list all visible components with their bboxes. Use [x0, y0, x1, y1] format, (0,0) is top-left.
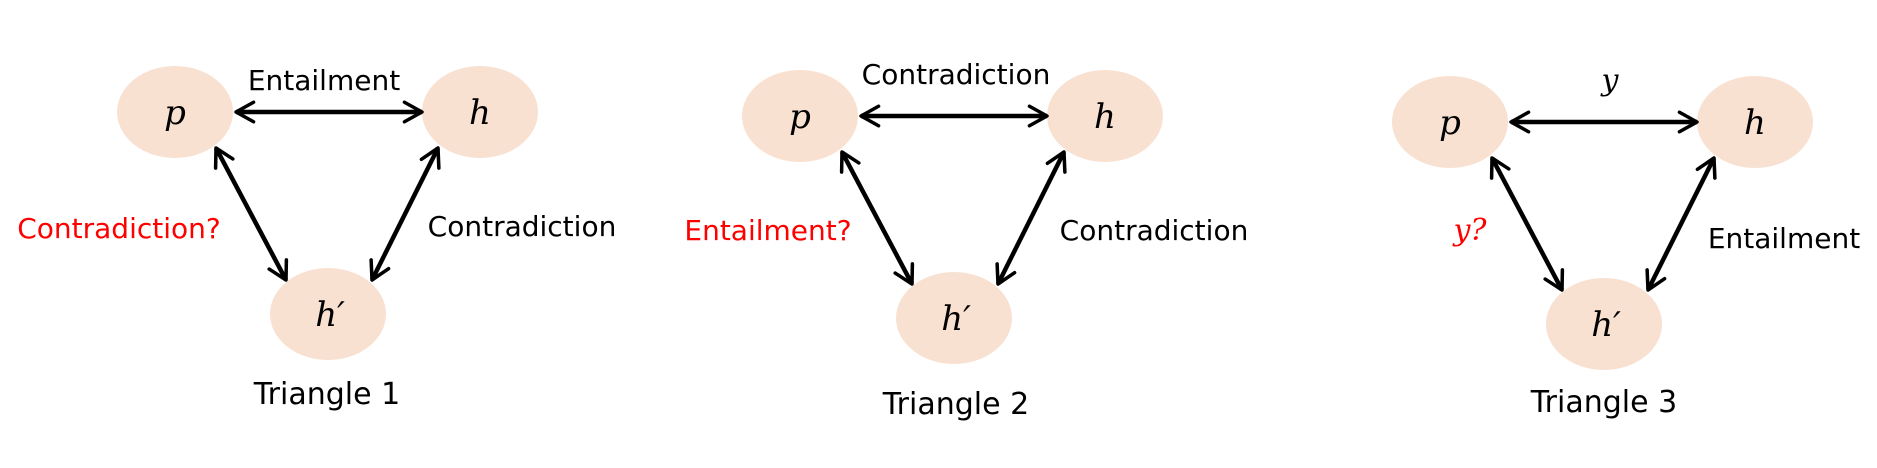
node-h-ellipse — [1697, 76, 1813, 168]
node-hprime-ellipse — [1546, 278, 1662, 370]
node-h-label: h — [1744, 103, 1766, 143]
triangle-2-title: Triangle 2 — [882, 387, 1029, 422]
node-p-ellipse — [742, 70, 858, 162]
edge-p-hprime-label: y? — [1451, 213, 1487, 248]
edge-h-hprime-arrow — [1645, 156, 1717, 292]
node-hprime-label: h′ — [315, 295, 345, 335]
edge-h-hprime-arrow — [995, 150, 1067, 286]
node-hprime-label: h′ — [941, 299, 971, 339]
edge-h-hprime-arrow — [369, 146, 441, 282]
edge-p-hprime-label: Contradiction? — [17, 212, 221, 245]
node-p-label: p — [164, 93, 186, 133]
triangle-1: p h h′ Entailment Contradiction Contradi… — [17, 64, 616, 412]
edge-p-hprime-arrow — [1489, 156, 1565, 292]
triangle-3-title: Triangle 3 — [1530, 385, 1677, 420]
node-h-ellipse — [422, 66, 538, 158]
node-h-label: h — [469, 93, 491, 133]
node-hprime-ellipse — [270, 268, 386, 360]
edge-h-hprime-label: Contradiction — [1060, 214, 1249, 247]
edge-p-h-label: y — [1600, 63, 1620, 98]
triangle-3: p h h′ y Entailment y? Triangle 3 — [1392, 63, 1860, 420]
node-p-ellipse — [1392, 76, 1508, 168]
triangle-1-title: Triangle 1 — [253, 377, 400, 412]
edge-p-hprime-label: Entailment? — [684, 214, 851, 247]
edge-p-hprime-arrow — [213, 146, 289, 282]
node-h-ellipse — [1047, 70, 1163, 162]
edge-h-hprime-label: Entailment — [1708, 222, 1860, 255]
edge-p-h-label: Contradiction — [862, 58, 1051, 91]
edge-p-h-label: Entailment — [248, 64, 400, 97]
node-hprime-ellipse — [896, 272, 1012, 364]
edge-p-hprime-arrow — [839, 150, 915, 286]
node-p-label: p — [789, 97, 811, 137]
triangle-2: p h h′ Contradiction Contradiction Entai… — [684, 58, 1248, 422]
edge-h-hprime-label: Contradiction — [428, 210, 617, 243]
node-p-ellipse — [117, 66, 233, 158]
node-hprime-label: h′ — [1591, 305, 1621, 345]
node-h-label: h — [1094, 97, 1116, 137]
node-p-label: p — [1439, 103, 1461, 143]
